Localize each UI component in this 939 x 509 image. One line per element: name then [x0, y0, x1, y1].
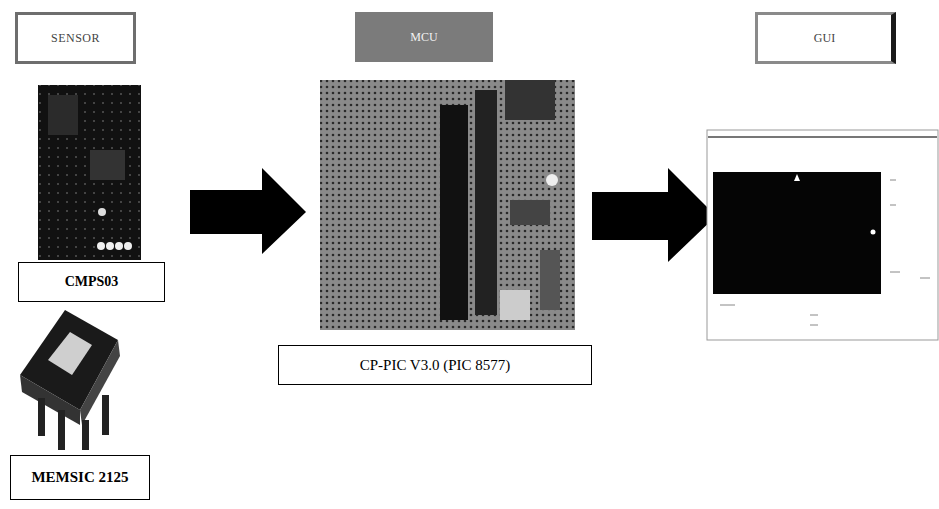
node-text: MEMSIC 2125 [31, 469, 128, 486]
part-label-box: MEMSIC 2125 [10, 455, 150, 500]
part-label-box: CMPS03 [18, 262, 165, 302]
gui-window-picture [707, 130, 938, 340]
node-text: MCU [410, 30, 437, 45]
accelerometer-chip-picture [20, 310, 120, 450]
section-header: MCU [355, 12, 493, 62]
node-text: CMPS03 [65, 274, 119, 290]
node-text: GUI [814, 31, 835, 46]
microcontroller-board-picture [320, 80, 575, 330]
section-header: SENSOR [15, 12, 136, 64]
block-arrow [592, 168, 716, 262]
section-header: GUI [755, 12, 896, 64]
compass-module-picture [38, 85, 141, 260]
node-text: SENSOR [51, 31, 100, 46]
block-arrow [190, 168, 306, 254]
part-label-box: CP-PIC V3.0 (PIC 8577) [278, 345, 592, 385]
node-text: CP-PIC V3.0 (PIC 8577) [360, 357, 511, 374]
